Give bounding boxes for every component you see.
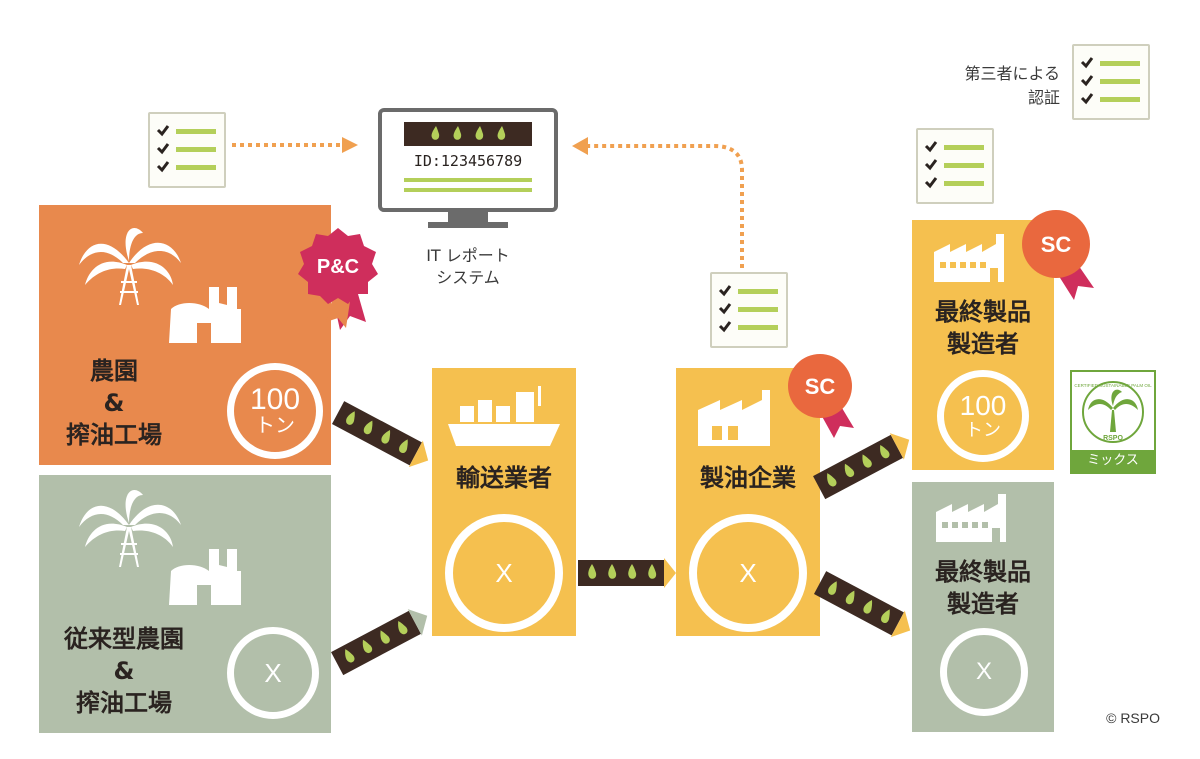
- conveyor-belt-icon: [331, 609, 428, 676]
- dotted-arrow-to-system: [232, 137, 358, 153]
- sc-badge-label: SC: [1041, 232, 1072, 257]
- volume-x-ring: X: [227, 627, 319, 719]
- conventional-farm-label-3: 搾油工場: [76, 689, 172, 717]
- transporter-box: 輸送業者 X: [432, 368, 576, 636]
- it-system-label-2: システム: [436, 268, 500, 287]
- legend-label-1: 第三者による: [964, 64, 1060, 83]
- checklist-icon: [916, 128, 994, 204]
- sc-badge-label: SC: [805, 374, 836, 399]
- pc-badge-label: P&C: [317, 256, 359, 278]
- factory-icon: [936, 494, 1006, 542]
- sc-badge-icon: SC: [788, 354, 854, 438]
- conveyor-belt-icon: [813, 571, 911, 638]
- checklist-legend-icon: [1072, 44, 1150, 120]
- certified-farm-box: 農園 & 搾油工場 100 トン: [39, 205, 331, 465]
- conventional-farm-label-1: 従来型農園: [64, 625, 184, 653]
- factory-icon: [934, 234, 1004, 282]
- rspo-arc-text: CERTIFIED SUSTAINABLE PALM OIL: [1074, 383, 1152, 388]
- volume-x-ring: X: [689, 514, 807, 632]
- ring-unit: トン: [965, 420, 1001, 440]
- copyright-text: © RSPO: [1106, 710, 1160, 726]
- certified-farm-label-2: &: [103, 389, 125, 417]
- volume-x-ring: X: [445, 514, 563, 632]
- ring-amount: 100: [249, 383, 301, 416]
- rspo-trademark-logo: RSPO CERTIFIED SUSTAINABLE PALM OIL ミックス: [1070, 370, 1156, 474]
- certified-manufacturer-label-1: 最終製品: [935, 298, 1031, 326]
- ring-value: X: [975, 658, 992, 685]
- conventional-manufacturer-label-2: 製造者: [947, 590, 1019, 618]
- ring-value: X: [264, 657, 282, 688]
- ring-amount: 100: [959, 390, 1007, 421]
- rspo-mix-label: ミックス: [1072, 450, 1154, 472]
- pc-badge-icon: P&C: [298, 228, 378, 330]
- certified-manufacturer-label-2: 製造者: [947, 330, 1019, 358]
- conventional-farm-box: 従来型農園 & 搾油工場 X: [39, 475, 331, 733]
- palm-mill-icon: [79, 490, 241, 605]
- it-system-label-1: IT レポート: [426, 246, 510, 265]
- dotted-arrow-from-refiner: [572, 137, 744, 268]
- id-text: ID:123456789: [414, 152, 522, 170]
- transporter-label: 輸送業者: [456, 464, 552, 492]
- refiner-label: 製油企業: [700, 464, 796, 492]
- monitor-icon: ID:123456789: [378, 108, 558, 228]
- certified-farm-label-1: 農園: [90, 357, 138, 385]
- factory-icon: [698, 390, 770, 446]
- refiner-box: 製油企業 X: [676, 368, 820, 636]
- checklist-icon: [710, 272, 788, 348]
- volume-x-ring: X: [940, 628, 1028, 716]
- checklist-icon: [148, 112, 226, 188]
- legend-label-2: 認証: [1027, 88, 1060, 107]
- ring-unit: トン: [255, 415, 295, 437]
- conventional-manufacturer-label-1: 最終製品: [935, 558, 1031, 586]
- palm-mill-icon: [79, 228, 241, 343]
- rspo-palm-icon: RSPO CERTIFIED SUSTAINABLE PALM OIL: [1074, 381, 1152, 443]
- sc-badge-icon: SC: [1022, 210, 1094, 300]
- volume-100-ton-ring: 100 トン: [937, 370, 1029, 462]
- conventional-farm-label-2: &: [113, 657, 135, 685]
- conveyor-belt-icon: [813, 433, 910, 500]
- volume-100-ton-ring: 100 トン: [227, 363, 323, 459]
- ring-value: X: [495, 557, 513, 588]
- certified-farm-label-3: 搾油工場: [66, 421, 162, 449]
- ship-icon: [448, 386, 560, 446]
- conventional-manufacturer-box: 最終製品 製造者 X: [912, 482, 1054, 732]
- ring-value: X: [739, 557, 757, 588]
- conveyor-belt-icon: [331, 401, 429, 468]
- rspo-brand-text: RSPO: [1103, 435, 1123, 442]
- conveyor-belt-icon: [578, 558, 676, 588]
